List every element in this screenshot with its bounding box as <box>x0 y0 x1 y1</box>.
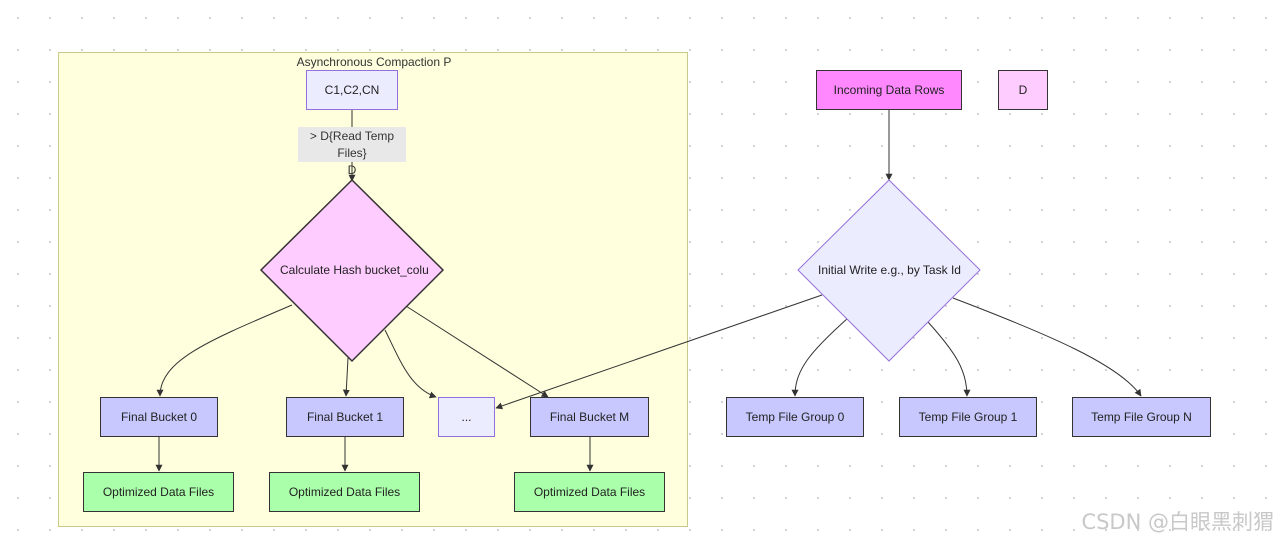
d-node[interactable]: D <box>998 70 1048 110</box>
initial-write-diamond-shape <box>797 179 981 362</box>
temp-file-group-1[interactable]: Temp File Group 1 <box>899 397 1037 437</box>
edge-write-to-tempn <box>952 297 1142 397</box>
optimized-files-0[interactable]: Optimized Data Files <box>83 472 234 512</box>
hash-diamond-label[interactable]: Calculate Hash bucket_colu <box>280 263 429 277</box>
incoming-data-rows[interactable]: Incoming Data Rows <box>816 70 962 110</box>
read-temp-files-label: > D{Read Temp Files} D <box>298 127 406 177</box>
edge-write-to-temp1 <box>927 321 971 397</box>
final-bucket-m[interactable]: Final Bucket M <box>530 397 649 437</box>
optimized-files-1[interactable]: Optimized Data Files <box>269 472 420 512</box>
edge-write-to-temp0 <box>791 317 849 397</box>
final-bucket-0[interactable]: Final Bucket 0 <box>100 397 218 437</box>
temp-file-group-0[interactable]: Temp File Group 0 <box>726 397 864 437</box>
initial-write-diamond-label[interactable]: Initial Write e.g., by Task Id <box>818 263 961 277</box>
read-label-line1: > D{Read Temp Files} <box>309 129 395 160</box>
edge-write-to-ellipsis <box>495 294 823 410</box>
edge-hash-to-ellipsis <box>384 329 437 399</box>
csdn-watermark: CSDN @白眼黑刺猬 <box>1081 510 1274 534</box>
final-bucket-1[interactable]: Final Bucket 1 <box>286 397 404 437</box>
optimized-files-m[interactable]: Optimized Data Files <box>514 472 665 512</box>
edge-hash-to-bucket0 <box>156 304 293 397</box>
hash-diamond-shape <box>259 178 445 363</box>
edge-hash-to-bucketm <box>405 305 549 398</box>
ellipsis-node[interactable]: ... <box>438 397 495 437</box>
read-label-line2: D <box>347 163 357 177</box>
inputs-node[interactable]: C1,C2,CN <box>306 70 398 110</box>
cluster-title: Asynchronous Compaction P <box>296 55 452 69</box>
edge-hash-to-bucket1 <box>342 357 350 397</box>
temp-file-group-n[interactable]: Temp File Group N <box>1072 397 1211 437</box>
